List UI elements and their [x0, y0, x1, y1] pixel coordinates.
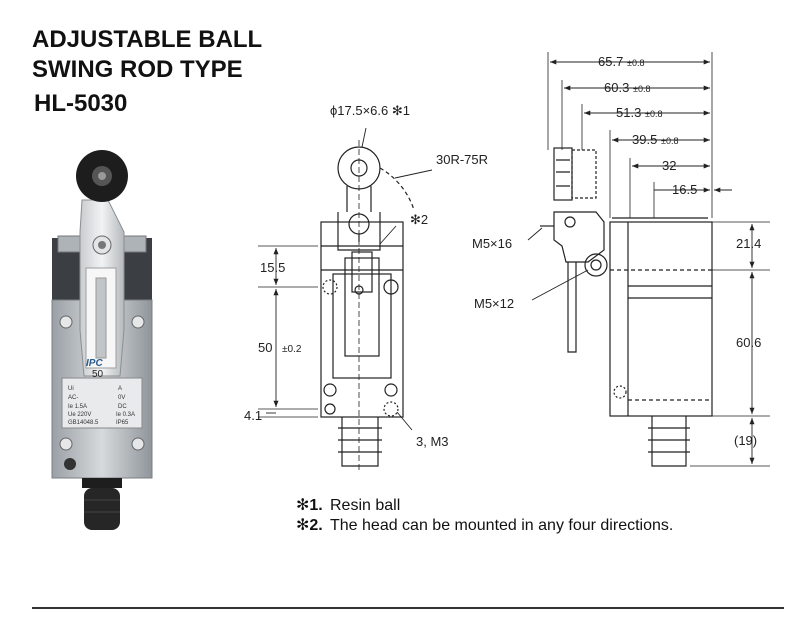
screw-icon [323, 383, 337, 397]
spec-line: DC [118, 404, 127, 410]
dim-16-5: 16.5 [672, 182, 697, 197]
model-mark: 50 [92, 369, 104, 380]
side-view-labels: 65.7 ±0.8 60.3 ±0.8 51.3 ±0.8 39.5 ±0.8 … [472, 54, 761, 448]
cable-gland [84, 488, 120, 530]
spec-line: 0V [118, 395, 125, 401]
dim-51-3: 51.3 [616, 105, 641, 120]
dim-height-tol: ±0.2 [282, 344, 302, 355]
spec-line: Ie 1.5A [68, 404, 87, 410]
dim-65-7: 65.7 [598, 54, 623, 69]
head-diameter-label: ϕ17.5×6.6 ✻1 [330, 103, 410, 118]
screw-icon [322, 279, 338, 295]
dim-60-6: 60.6 [736, 335, 761, 350]
note-2-marker: ✻2 [410, 212, 428, 227]
screw-icon [131, 437, 145, 451]
note-1-mark: ✻1. [296, 497, 323, 514]
screw-icon [131, 315, 145, 329]
dim-39-5-tol: ±0.8 [661, 136, 678, 146]
roller-side [553, 147, 573, 201]
spec-line: AC- [68, 395, 78, 401]
model-number: HL-5030 [34, 90, 128, 117]
dim-65-7-tol: ±0.8 [627, 58, 644, 68]
note-1-text: Resin ball [330, 497, 401, 514]
screw-icon [59, 437, 73, 451]
note-2-text: The head can be mounted in any four dire… [330, 517, 674, 534]
screw-icon [384, 383, 398, 397]
dim-60-3-tol: ±0.8 [633, 84, 650, 94]
screw-icon [59, 315, 73, 329]
dim-top: 15.5 [260, 260, 285, 275]
side-view-drawing [527, 52, 770, 467]
spec-line: Ui [68, 386, 74, 392]
note-2: ✻2. The head can be mounted in any four d… [296, 515, 673, 535]
product-photo: Ui AC- Ie 1.5A Ue 220V GB14048.5 A 0V DC… [51, 150, 153, 530]
dim-39-5: 39.5 [632, 132, 657, 147]
dim-32: 32 [662, 158, 676, 173]
mounting-hole-icon [324, 403, 336, 415]
mounting-hole-icon [64, 458, 76, 470]
spec-line: IP65 [116, 420, 129, 426]
spec-line: Ue 220V [68, 412, 91, 418]
dim-bottom: 4.1 [244, 408, 262, 423]
note-1: ✻1. Resin ball [296, 495, 400, 515]
title-line-2: SWING ROD TYPE [32, 56, 243, 83]
dim-19: (19) [734, 433, 757, 448]
note-2-mark: ✻2. [296, 517, 323, 534]
dim-51-3-tol: ±0.8 [645, 109, 662, 119]
dim-60-3: 60.3 [604, 80, 629, 95]
dim-21-4: 21.4 [736, 236, 761, 251]
switch-body-side [609, 221, 713, 417]
screw-icon [383, 279, 399, 295]
brand-mark: IPC [86, 358, 103, 369]
screw-spec-label: 3, M3 [416, 434, 449, 449]
spec-line: A [118, 386, 122, 392]
m5x16-label: M5×16 [472, 236, 512, 251]
spec-label-plate [61, 377, 143, 429]
switch-body-outline [320, 221, 404, 418]
title-line-1: ADJUSTABLE BALL [32, 26, 263, 53]
mounting-hole-icon [383, 401, 399, 417]
spec-line: Ie 0.3A [116, 412, 135, 418]
arm-radius-label: 30R-75R [436, 152, 488, 167]
front-view-labels: ϕ17.5×6.6 ✻1 30R-75R ✻2 15.5 50 ±0.2 4.1… [244, 103, 488, 449]
bottom-divider [32, 607, 784, 609]
front-view-drawing [258, 127, 433, 470]
dim-height: 50 [258, 340, 272, 355]
spec-line: GB14048.5 [68, 420, 99, 426]
m5x12-label: M5×12 [474, 296, 514, 311]
